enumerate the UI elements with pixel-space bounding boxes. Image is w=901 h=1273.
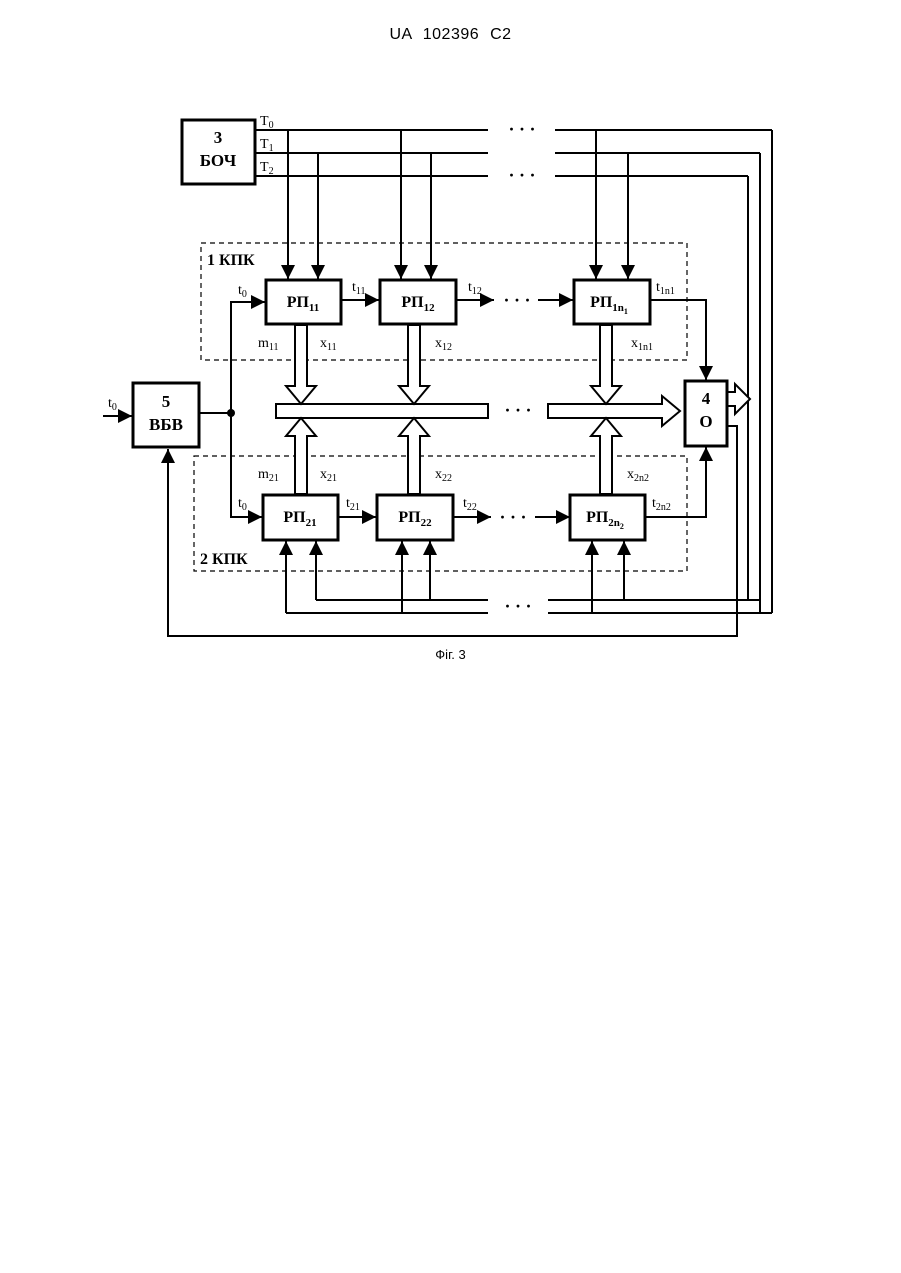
- signal-x21: x21: [320, 467, 337, 484]
- signal-t22: t22: [463, 496, 477, 513]
- signal-t1n1: t1n1: [656, 280, 675, 297]
- group-label-kpk2: 2 КПК: [200, 551, 248, 568]
- signal-t11: t11: [352, 280, 366, 297]
- vbv-output: [199, 302, 265, 517]
- signal-t21: t21: [346, 496, 360, 513]
- group-label-kpk1: 1 КПК: [207, 252, 255, 269]
- signal-t0-bot: t0: [238, 496, 247, 513]
- signal-t2n2: t2n2: [652, 496, 671, 513]
- ellipsis-data-bus: · · ·: [504, 400, 531, 420]
- clock-label-t0: T0: [260, 114, 274, 131]
- signal-x22: x22: [435, 467, 452, 484]
- ellipsis-chain-top: · · ·: [503, 290, 530, 310]
- ellipsis-clock-t0: · · ·: [508, 119, 535, 139]
- ellipsis-bottom-bus: · · ·: [504, 596, 531, 616]
- clock-label-t2: T2: [260, 160, 274, 177]
- ellipsis-clock-t2: · · ·: [508, 165, 535, 185]
- block-o-number: 4: [702, 389, 711, 408]
- signal-t0-top: t0: [238, 283, 247, 300]
- signal-m11: m11: [258, 336, 279, 353]
- signal-x11: x11: [320, 336, 337, 353]
- signal-m21: m21: [258, 467, 279, 484]
- block-vbv-label: ВБВ: [149, 415, 183, 434]
- signal-t12: t12: [468, 280, 482, 297]
- block-boch-label: БОЧ: [200, 151, 237, 170]
- block-o-label: О: [699, 412, 712, 431]
- signal-t0-in: t0: [108, 396, 117, 413]
- figure-caption: Фіг. 3: [0, 647, 901, 662]
- ellipsis-chain-bottom: · · ·: [499, 507, 526, 527]
- signal-x2n2: x2n2: [627, 467, 649, 484]
- block-boch-number: 3: [214, 128, 223, 147]
- block-vbv-number: 5: [162, 392, 171, 411]
- clock-label-t1: T1: [260, 137, 274, 154]
- signal-x12: x12: [435, 336, 452, 353]
- signal-x1n1: x1n1: [631, 336, 653, 353]
